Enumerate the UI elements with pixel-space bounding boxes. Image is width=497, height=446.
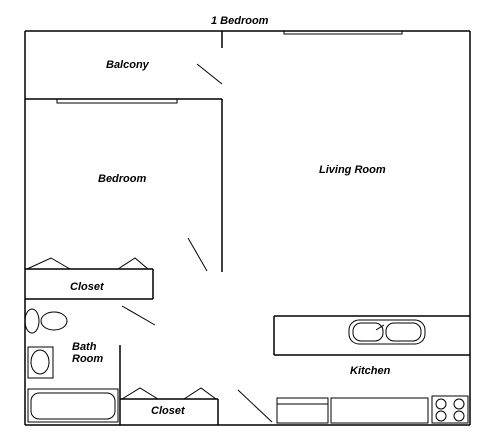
- bathtub: [27, 388, 119, 423]
- room-label-bath-room: Room: [72, 353, 104, 365]
- bath-fixtures: [24, 308, 119, 423]
- room-label-closet-top: Closet: [70, 281, 104, 293]
- bedroom-window: [56, 98, 178, 104]
- stove: [431, 395, 469, 424]
- toilet-tank: [24, 308, 40, 334]
- bath-walls: [119, 345, 273, 425]
- room-label-bath: Bath: [72, 341, 97, 353]
- kitchen-counter: [330, 397, 429, 424]
- room-label-closet-bottom: Closet: [151, 405, 185, 417]
- sink-counter: [27, 346, 54, 379]
- room-label-balcony: Balcony: [106, 59, 149, 71]
- room-label-bedroom: Bedroom: [98, 173, 147, 185]
- top-window: [283, 30, 403, 35]
- kitchen-island: [273, 315, 470, 356]
- kitchen-appliances: [276, 395, 469, 424]
- kitchen-sink: [348, 319, 426, 345]
- bathtub-inner: [30, 392, 116, 420]
- closet-top-walls: [25, 257, 156, 326]
- bath-sink: [30, 349, 50, 375]
- dishwasher: [276, 397, 329, 424]
- bedroom-wall: [187, 99, 223, 272]
- room-label-kitchen: Kitchen: [350, 365, 391, 377]
- plan-title: 1 Bedroom: [211, 15, 269, 27]
- toilet-bowl: [40, 311, 68, 331]
- room-label-living-room: Living Room: [319, 164, 386, 176]
